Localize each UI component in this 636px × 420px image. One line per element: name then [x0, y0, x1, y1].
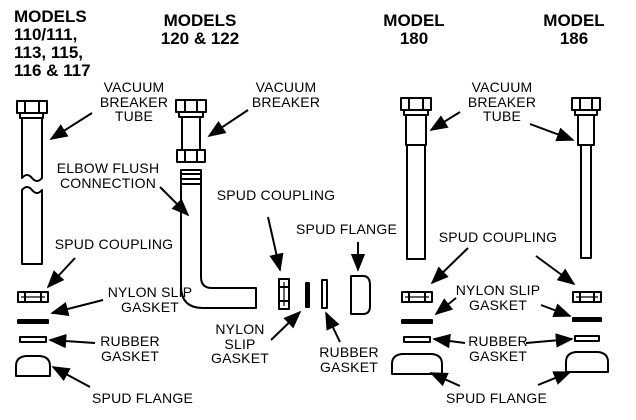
spud-coupling-186 — [572, 291, 602, 303]
label-spud-coupling-right: SPUD COUPLING — [438, 229, 558, 245]
label-spud-coupling-left: SPUD COUPLING — [54, 236, 174, 252]
label-rubber-gasket-left: RUBBER GASKET — [100, 333, 160, 364]
spud-flange-186 — [565, 351, 609, 373]
vacuum-breaker-tube-186 — [571, 97, 601, 259]
nylon-slip-gasket-left — [17, 319, 49, 324]
label-rubber-gasket-center: RUBBER GASKET — [319, 344, 379, 375]
label-rubber-gasket-right: RUBBER GASKET — [468, 333, 528, 364]
rubber-gasket-left — [19, 336, 47, 343]
spud-flange-center — [350, 275, 371, 315]
header-models-120-122: MODELS 120 & 122 — [160, 11, 240, 48]
spud-coupling-center — [278, 278, 290, 310]
label-vacuum-breaker-tube-right: VACUUM BREAKER TUBE — [467, 79, 537, 125]
spud-coupling-180 — [401, 291, 433, 303]
vacuum-breaker-tube-180 — [400, 97, 432, 260]
rubber-gasket-center — [321, 279, 328, 309]
label-spud-flange-left: SPUD FLANGE — [92, 390, 193, 406]
label-spud-flange-center: SPUD FLANGE — [296, 221, 397, 237]
vacuum-breaker-tube-left — [16, 100, 48, 265]
nylon-slip-gasket-180 — [401, 319, 433, 324]
nylon-slip-gasket-186 — [572, 317, 602, 322]
nylon-slip-gasket-center — [305, 282, 310, 308]
rubber-gasket-186 — [574, 335, 600, 342]
header-model-180: MODEL 180 — [383, 11, 445, 48]
label-spud-flange-right: SPUD FLANGE — [446, 390, 547, 406]
label-vacuum-breaker-center: VACUUM BREAKER — [251, 79, 321, 110]
leader-arrows — [46, 109, 576, 388]
header-model-186: MODEL 186 — [543, 11, 605, 48]
label-elbow-flush-connection: ELBOW FLUSH CONNECTION — [56, 160, 160, 191]
header-models-110-117: MODELS 110/111, 113, 115, 116 & 117 — [14, 7, 91, 80]
label-spud-coupling-center: SPUD COUPLING — [216, 187, 336, 203]
spud-flange-left — [15, 355, 51, 377]
label-nylon-slip-gasket-left: NYLON SLIP GASKET — [107, 284, 193, 315]
label-nylon-slip-gasket-center: NYLON SLIP GASKET — [211, 321, 269, 367]
elbow-flush-connection — [180, 169, 257, 309]
vacuum-breaker-center — [175, 99, 207, 163]
spud-coupling-left — [17, 291, 49, 303]
label-vacuum-breaker-tube-left: VACUUM BREAKER TUBE — [99, 79, 169, 125]
rubber-gasket-180 — [403, 336, 431, 343]
spud-flange-180 — [391, 353, 443, 375]
label-nylon-slip-gasket-right: NYLON SLIP GASKET — [455, 282, 541, 313]
